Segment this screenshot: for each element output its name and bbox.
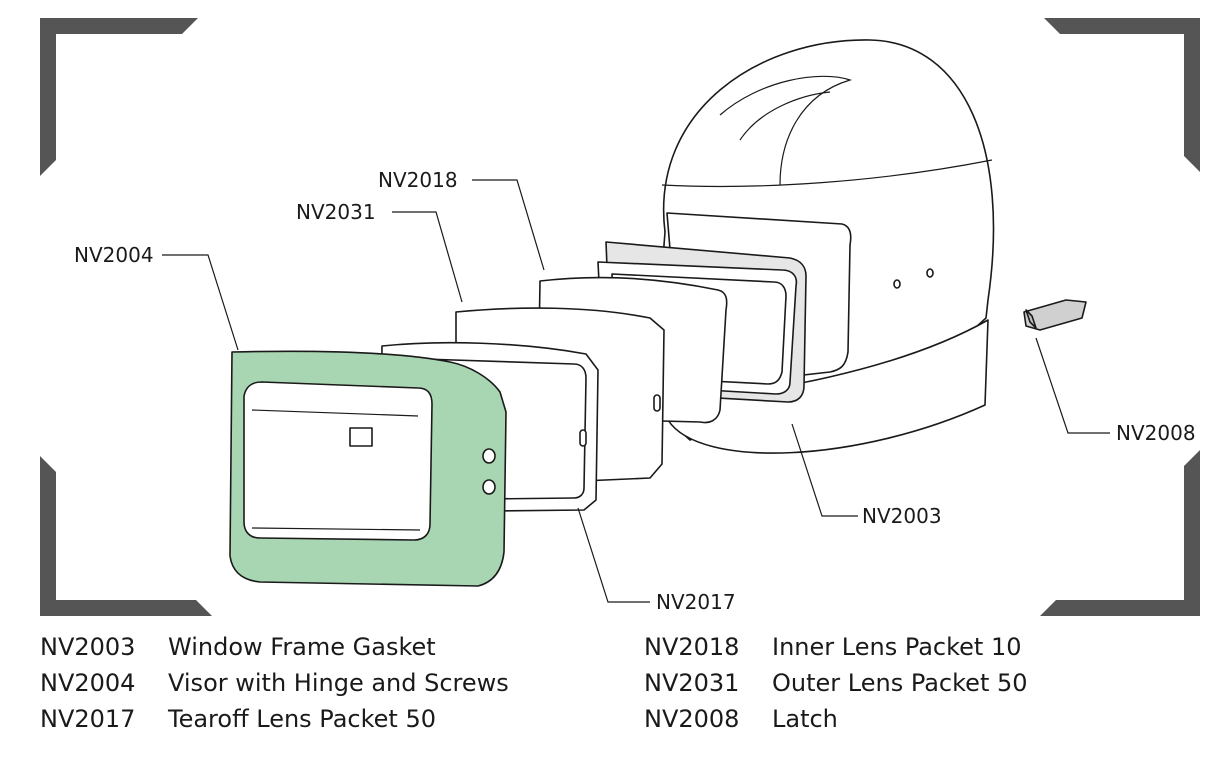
legend-description: Visor with Hinge and Screws [168,669,509,697]
legend-code: NV2031 [644,669,740,697]
frame-corners [40,18,1200,616]
legend-row: NV2008 Latch [644,702,838,736]
legend-row: NV2017 Tearoff Lens Packet 50 [40,702,436,736]
leader-nv2004 [162,254,239,351]
legend-row: NV2003 Window Frame Gasket [40,630,436,664]
legend-row: NV2004 Visor with Hinge and Screws [40,666,509,700]
callout-nv2031: NV2031 [296,200,376,224]
callout-nv2017: NV2017 [656,590,736,614]
frame-corner-bottom-left [40,456,212,616]
leader-nv2017 [577,507,650,603]
legend-description: Tearoff Lens Packet 50 [168,705,436,733]
callout-nv2008: NV2008 [1116,421,1196,445]
legend-code: NV2008 [644,705,740,733]
legend-description: Inner Lens Packet 10 [772,633,1022,661]
leader-nv2018 [472,179,545,271]
helmet-crest-inner [739,91,831,141]
legend-code: NV2017 [40,705,136,733]
helmet-brow-line [661,159,993,188]
visor-screw-top [482,448,496,464]
parts-legend: NV2003 Window Frame Gasket NV2004 Visor wi… [0,630,1215,750]
helmet-crest [719,75,852,186]
leader-lines [162,179,1110,603]
legend-row: NV2031 Outer Lens Packet 50 [644,666,1028,700]
frame-corner-top-left [40,18,198,176]
legend-code: NV2003 [40,633,136,661]
visor-window [243,381,433,541]
frame-corner-bottom-right [1040,450,1200,616]
legend-description: Window Frame Gasket [168,633,436,661]
legend-description: Outer Lens Packet 50 [772,669,1028,697]
callout-labels: NV2018 NV2031 NV2004 NV2008 NV2003 NV201… [74,168,1196,614]
callout-nv2003: NV2003 [862,504,942,528]
callout-nv2018: NV2018 [378,168,458,192]
leader-nv2003 [791,423,858,517]
helmet-screw-hole [893,279,901,289]
legend-code: NV2004 [40,669,136,697]
tearoff-lens-slot [579,429,587,447]
frame-corner-top-right [1044,18,1200,172]
helmet-screw-hole [926,268,934,278]
legend-row: NV2018 Inner Lens Packet 10 [644,630,1022,664]
outer-lens-slot [653,394,661,412]
visor-screw-bottom [482,479,496,495]
visor-hinge [349,427,373,447]
visor [229,350,507,587]
legend-description: Latch [772,705,838,733]
visor-window-bevel [251,409,421,531]
leader-nv2031 [392,211,463,303]
latch [1023,299,1087,331]
leader-nv2008 [1035,337,1110,434]
legend-code: NV2018 [644,633,740,661]
latch-arm [1025,309,1037,329]
callout-nv2004: NV2004 [74,243,154,267]
latch-body [1023,299,1087,331]
